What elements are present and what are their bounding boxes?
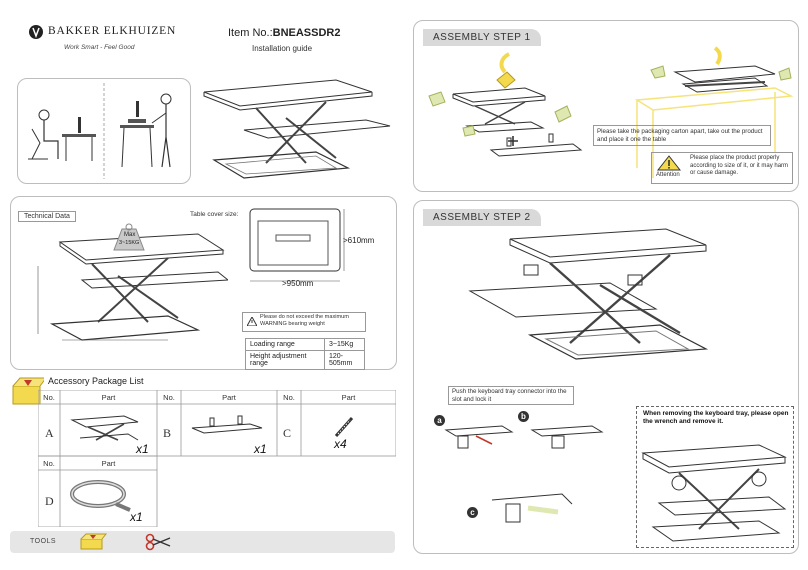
max-label: Max <box>124 232 136 238</box>
attention-label: Attention <box>656 172 680 178</box>
page-subtitle: Installation guide <box>252 44 313 53</box>
detail-badge-b: b <box>518 411 529 422</box>
usage-illustration-panel <box>17 78 191 184</box>
col-part-header: Part <box>341 393 356 402</box>
col-no-header: No. <box>283 393 295 402</box>
col-no-header: No. <box>43 459 55 468</box>
keyboard-tray-icon <box>191 415 263 434</box>
cover-width: >950mm <box>282 279 314 288</box>
step1-title: ASSEMBLY STEP 1 <box>423 29 541 46</box>
tool-box-icon <box>80 533 108 550</box>
step2-detail-drawings <box>444 425 604 523</box>
brand-tagline: Work Smart - Feel Good <box>64 44 135 51</box>
part-qty: x1 <box>136 442 149 456</box>
part-letter: B <box>163 426 172 440</box>
brand-logo: BAKKER ELKHUIZEN Work Smart - Feel Good <box>28 24 208 64</box>
product-hero-drawing <box>203 79 391 179</box>
tools-label: TOOLS <box>30 538 57 545</box>
max-weight-badge: Max 3~15KG <box>112 223 146 251</box>
scissors-icon <box>145 533 171 551</box>
weight-icon <box>113 223 145 251</box>
accessory-grid: No. Part No. Part No. Part No. Part A x1… <box>38 390 396 527</box>
spec-name: Height adjustment range <box>245 350 325 370</box>
step2-desk-drawing <box>468 228 709 360</box>
spec-name: Loading range <box>245 338 325 351</box>
screw-icon <box>334 417 354 437</box>
attention-box: Attention Please place the product prope… <box>651 152 793 184</box>
part-letter: A <box>45 426 54 440</box>
part-qty: x1 <box>130 510 143 524</box>
part-qty: x1 <box>254 442 267 456</box>
spec-value: 3~15Kg <box>324 338 365 351</box>
push-instruction: Push the keyboard tray connector into th… <box>448 386 574 405</box>
max-value: 3~15KG <box>119 240 140 246</box>
brand-icon <box>29 25 43 39</box>
accessory-grid-lines <box>38 390 396 527</box>
technical-data-label: Technical Data <box>18 211 76 222</box>
part-letter: D <box>45 494 54 508</box>
table-cover-diagram <box>249 208 345 282</box>
table-row: Loading range 3~15Kg <box>245 338 365 351</box>
step1-illustration <box>428 46 794 178</box>
spec-value: 120-505mm <box>324 350 365 370</box>
warning-text: Please do not exceed the maximum WARNING… <box>260 314 349 327</box>
detail-badge-c: c <box>467 507 478 518</box>
col-no-header: No. <box>163 393 175 402</box>
item-number: Item No.:BNEASSDR2 <box>228 27 340 39</box>
step1-instruction: Please take the packaging carton apart, … <box>593 125 771 146</box>
table-row: Height adjustment range 120-505mm <box>245 350 365 370</box>
col-part-header: Part <box>222 393 236 402</box>
part-qty: x4 <box>334 437 347 451</box>
attention-text: Please place the product properly accord… <box>690 155 789 176</box>
removal-drawing <box>641 444 787 542</box>
col-no-header: No. <box>43 393 55 402</box>
col-part-header: Part <box>101 459 116 468</box>
part-letter: C <box>283 426 292 440</box>
spec-table: Loading range 3~15Kg Height adjustment r… <box>245 338 365 370</box>
removal-instruction: When removing the keyboard tray, please … <box>643 410 789 425</box>
cover-depth: >610mm <box>343 236 375 245</box>
detail-badge-a: a <box>434 415 445 426</box>
tools-bar: TOOLS <box>10 531 395 553</box>
col-part-header: Part <box>101 393 116 402</box>
table-cover-label: Table cover size: <box>190 211 239 218</box>
technical-drawing <box>37 233 228 341</box>
sitting-standing-illustration <box>28 83 172 179</box>
cable-tube-icon <box>70 480 131 512</box>
item-code: BNEASSDR2 <box>272 27 341 39</box>
accessory-title: Accessory Package List <box>48 376 144 386</box>
attention-icon <box>657 155 681 171</box>
warning-icon <box>247 317 257 326</box>
weight-warning: Please do not exceed the maximum WARNING… <box>242 312 366 332</box>
desk-part-icon <box>70 415 139 441</box>
item-prefix: Item No.: <box>228 27 273 39</box>
step2-title: ASSEMBLY STEP 2 <box>423 209 541 226</box>
package-box-icon <box>12 377 44 405</box>
brand-name: BAKKER ELKHUIZEN <box>48 25 177 37</box>
removal-box: When removing the keyboard tray, please … <box>636 406 794 548</box>
